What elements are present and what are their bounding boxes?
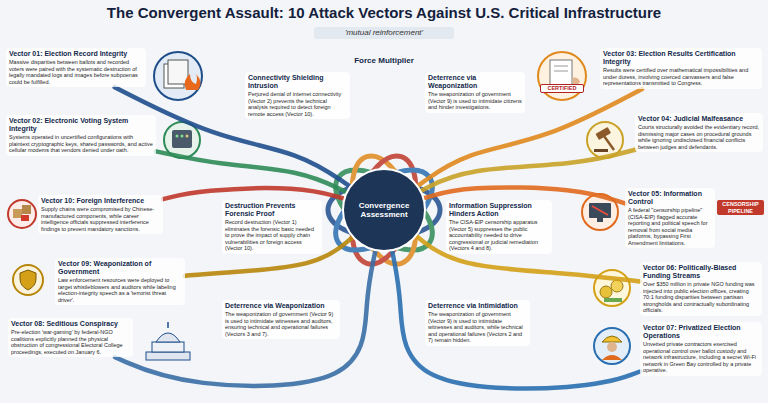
node-body: Perjured denial of internet connectivity… <box>248 91 347 117</box>
node-heading: Vector 05: Information Control <box>628 190 712 206</box>
connector-tube <box>421 150 635 191</box>
connector-tube <box>163 188 344 199</box>
badge-icon <box>13 265 43 295</box>
node-heading: Vector 04: Judicial Malfeasance <box>638 115 760 123</box>
callout-box: Information Suppression Hinders ActionTh… <box>446 200 552 254</box>
vector-box: Vector 08: Seditious ConspiracyPre-elect… <box>8 318 133 357</box>
convergence-knot <box>322 148 446 272</box>
node-heading: Vector 02: Electronic Voting System Inte… <box>9 117 153 133</box>
node-body: Courts structurally avoided the evidenti… <box>638 124 760 150</box>
node-heading: Vector 10: Foreign Interference <box>41 197 160 205</box>
node-body: A federal "censorship pipeline" (CISA-EI… <box>628 207 712 246</box>
node-body: Law enforcement resources were deployed … <box>58 277 182 303</box>
connector-tube <box>418 89 642 186</box>
node-body: The weaponization of government (Vector … <box>225 311 337 337</box>
vector-box: Vector 03: Election Results Certificatio… <box>600 48 762 89</box>
node-body: The weaponization of government (Vector … <box>428 311 527 344</box>
title: The Convergent Assault: 10 Attack Vector… <box>0 4 768 22</box>
node-heading: Connectivity Shielding Intrusion <box>248 74 347 90</box>
stamp-label: CERTIFIED <box>540 84 584 93</box>
node-heading: Deterrence via Weaponization <box>225 302 337 310</box>
node-heading: Vector 07: Privatized Election Operation… <box>643 324 759 340</box>
vector-box: Vector 07: Privatized Election Operation… <box>640 322 762 376</box>
vector-box: Vector 05: Information ControlA federal … <box>625 188 715 248</box>
connector-tube <box>392 251 640 388</box>
callout-box: Destruction Prevents Forensic ProofRecor… <box>222 200 322 254</box>
records-icon <box>154 52 202 100</box>
node-heading: Vector 01: Election Record Integrity <box>9 50 143 58</box>
node-body: Massive disparities between ballots and … <box>9 59 143 85</box>
callout-box: Deterrence via WeaponizationThe weaponiz… <box>222 300 340 339</box>
subtitle: 'mutual reinforcement' <box>314 27 454 39</box>
node-heading: Destruction Prevents Forensic Proof <box>225 202 319 218</box>
contractor-icon <box>594 328 630 364</box>
supply-chain-icon <box>8 200 36 228</box>
node-heading: Deterrence via Weaponization <box>428 74 522 90</box>
capitol-icon <box>146 322 190 360</box>
callout-box: Connectivity Shielding IntrusionPerjured… <box>245 72 350 119</box>
vector-box: Vector 10: Foreign InterferenceSupply ch… <box>38 195 163 234</box>
node-body: Unvetted private contractors exercised o… <box>643 341 759 374</box>
convergence-circle: Convergence Assessment <box>342 168 426 252</box>
certification-icon <box>538 52 586 100</box>
node-body: Over $350 million in private NGO funding… <box>643 281 759 314</box>
node-heading: Deterrence via Intimidation <box>428 302 527 310</box>
connector-tube <box>156 151 346 192</box>
node-body: Results were certified over mathematical… <box>603 67 759 87</box>
node-heading: Vector 03: Election Results Certificatio… <box>603 50 759 66</box>
node-body: The CISA-EIP censorship apparatus (Vecto… <box>449 219 549 252</box>
node-heading: Vector 09: Weaponization of Government <box>58 260 182 276</box>
vector-box: Vector 04: Judicial MalfeasanceCourts st… <box>635 113 763 152</box>
vector-box: Vector 01: Election Record IntegrityMass… <box>6 48 146 87</box>
node-heading: Convergence Assessment <box>350 201 418 220</box>
node-body: Systems operated in uncertified configur… <box>9 134 153 154</box>
vector-box: Vector 09: Weaponization of GovernmentLa… <box>55 258 185 305</box>
node-heading: Information Suppression Hinders Action <box>449 202 549 218</box>
node-heading: Vector 06: Politically-Biased Funding St… <box>643 264 759 280</box>
node-heading: Vector 08: Seditious Conspiracy <box>11 320 130 328</box>
node-body: Supply chains were compromised by Chines… <box>41 206 160 232</box>
vector-box: Vector 06: Politically-Biased Funding St… <box>640 262 762 316</box>
stamp-label: CENSORSHIP PIPELINE <box>717 200 764 215</box>
node-body: The weaponization of government (Vector … <box>428 91 522 111</box>
callout-box: Deterrence via WeaponizationThe weaponiz… <box>425 72 525 113</box>
node-body: Pre-election 'war-gaming' by federal-NGO… <box>11 329 130 355</box>
center-heading: Force Multiplier <box>334 56 434 66</box>
callout-box: Deterrence via IntimidationThe weaponiza… <box>425 300 530 346</box>
vector-box: Vector 02: Electronic Voting System Inte… <box>6 115 156 156</box>
node-body: Record destruction (Vector 1) eliminates… <box>225 219 319 252</box>
